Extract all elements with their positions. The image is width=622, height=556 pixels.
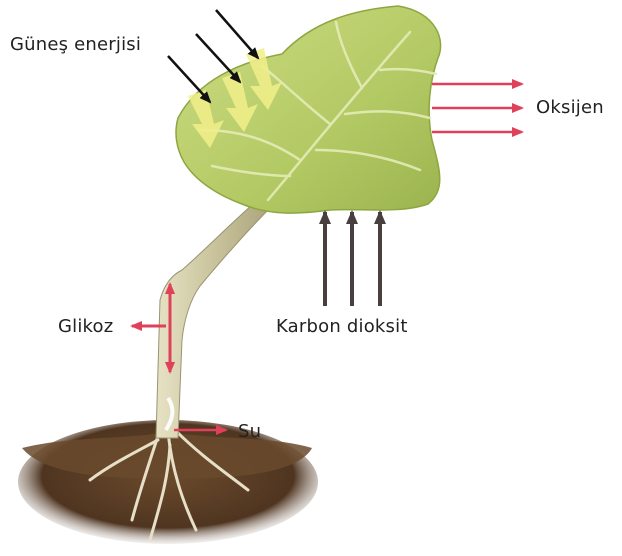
leaf (176, 6, 441, 213)
co2-arrows (325, 212, 380, 306)
oxygen-label: Oksijen (536, 97, 604, 118)
sun-energy-label: Güneş enerjisi (10, 34, 141, 55)
stem (156, 196, 274, 438)
water-label: Su (238, 421, 261, 442)
carbon-dioxide-label: Karbon dioksit (276, 316, 408, 337)
glucose-label: Glikoz (58, 316, 113, 337)
oxygen-arrows (432, 84, 522, 132)
